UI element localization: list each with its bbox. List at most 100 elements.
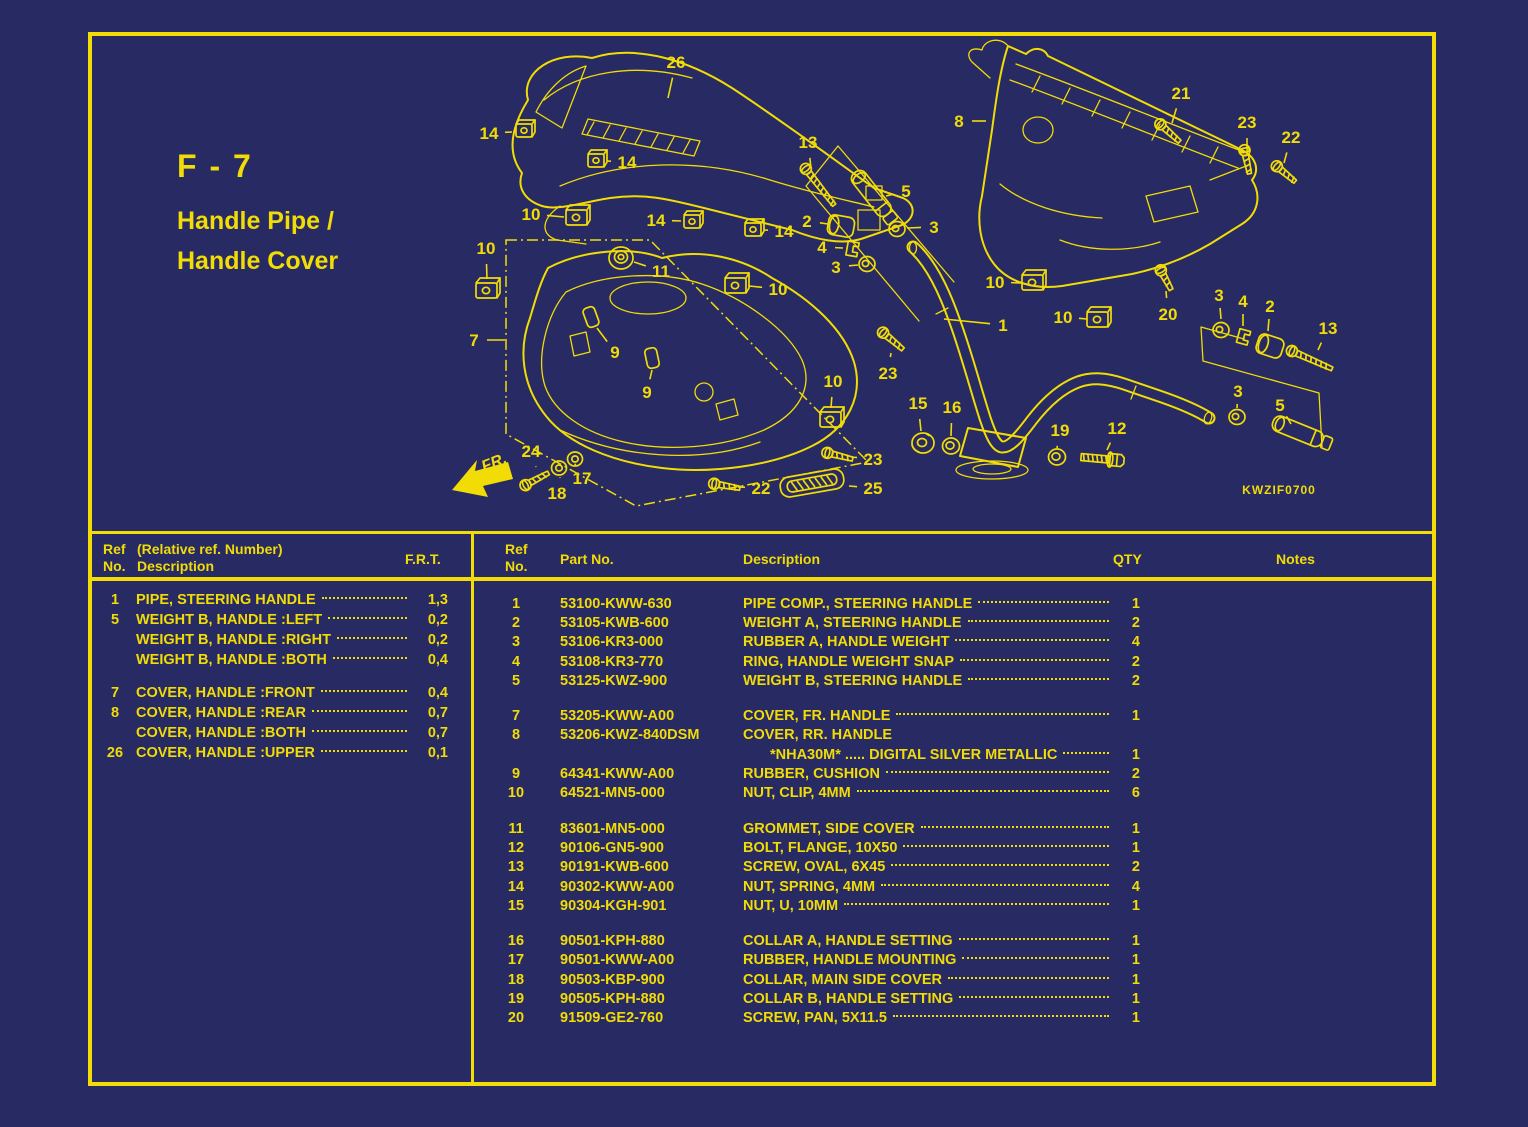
qty-cell: 4 — [1131, 878, 1140, 895]
part-no-cell: 53205-KWW-A00 — [560, 708, 675, 725]
callout-25: 25 — [848, 479, 882, 498]
part-screw-23 — [876, 326, 906, 352]
callout-14: 14 — [763, 222, 794, 241]
part-screw-13 — [799, 162, 837, 208]
svg-text:13: 13 — [799, 133, 818, 152]
svg-text:3: 3 — [831, 258, 840, 277]
part-no-cell: 53105-KWB-600 — [560, 614, 669, 631]
description-cell: WEIGHT A, STEERING HANDLE — [743, 614, 962, 631]
callout-14: 14 — [647, 211, 682, 230]
ref-no-cell: 5 — [511, 672, 521, 689]
dotted-leader — [955, 639, 1109, 642]
callout-18: 18 — [548, 477, 566, 503]
qty-cell: 2 — [1131, 766, 1140, 783]
svg-text:4: 4 — [817, 238, 827, 257]
part-weight-a-2 — [826, 213, 856, 239]
svg-text:22: 22 — [752, 479, 771, 498]
upper-handle-cover — [511, 51, 914, 245]
qty-cell: 1 — [1131, 990, 1140, 1007]
callout-10: 10 — [522, 205, 565, 224]
front-handle-cover — [522, 250, 858, 471]
svg-text:10: 10 — [1054, 308, 1073, 327]
svg-text:10: 10 — [522, 205, 541, 224]
dotted-leader — [892, 1015, 1109, 1018]
svg-text:23: 23 — [879, 364, 898, 383]
callout-2: 2 — [1265, 297, 1275, 332]
frt-cell: 0,4 — [427, 685, 448, 701]
part-no-cell: 53206-KWZ-840DSM — [560, 727, 700, 744]
part-no-cell: 53100-KWW-630 — [560, 595, 672, 612]
part-screw-13 — [1285, 344, 1334, 372]
part-screw-22 — [1270, 159, 1298, 185]
callout-20: 20 — [1159, 290, 1177, 324]
svg-text:5: 5 — [901, 182, 910, 201]
dotted-leader — [885, 771, 1109, 774]
part-washer-17 — [566, 451, 584, 467]
part-ring-4 — [1235, 327, 1252, 346]
ref-no-cell: 17 — [507, 952, 525, 969]
dotted-leader — [881, 883, 1109, 886]
callout-21: 21 — [1171, 84, 1190, 124]
part-screw-22 — [707, 477, 741, 492]
left-header-frt: F.R.T. — [405, 551, 441, 567]
right-header-description: Description — [743, 551, 821, 567]
part-weight-b-5 — [850, 169, 899, 226]
svg-text:4: 4 — [1238, 292, 1248, 311]
callout-2: 2 — [802, 212, 829, 231]
ref-no-cell: 2 — [511, 614, 521, 631]
callout-11: 11 — [633, 261, 670, 281]
ref-no-cell: 15 — [507, 897, 525, 914]
callout-10: 10 — [824, 372, 842, 409]
qty-cell: 1 — [1131, 952, 1140, 969]
description-cell: RUBBER A, HANDLE WEIGHT — [743, 634, 950, 651]
svg-text:3: 3 — [1214, 286, 1223, 305]
callout-7: 7 — [469, 331, 505, 350]
frt-cell: 0,4 — [427, 652, 448, 668]
part-no-cell: 53125-KWZ-900 — [560, 672, 668, 689]
qty-cell: 1 — [1131, 820, 1140, 837]
description-cell: COVER, HANDLE :REAR — [136, 705, 306, 721]
part-no-cell: 83601-MN5-000 — [560, 820, 665, 837]
right-header-notes: Notes — [1276, 551, 1315, 567]
svg-text:26: 26 — [667, 53, 686, 72]
description-cell: SCREW, PAN, 5X11.5 — [743, 1010, 887, 1027]
part-screw-23 — [1238, 143, 1253, 176]
description-cell: *NHA30M* ..... DIGITAL SILVER METALLIC — [770, 746, 1058, 763]
callout-4: 4 — [1238, 292, 1248, 326]
part-cushion-9 — [582, 305, 600, 329]
svg-text:9: 9 — [642, 383, 651, 402]
part-no-cell: 90501-KPH-880 — [560, 933, 665, 950]
dotted-leader — [328, 617, 407, 619]
frt-cell: 0,7 — [427, 705, 448, 721]
dotted-leader — [958, 938, 1109, 941]
svg-text:3: 3 — [1233, 382, 1242, 401]
part-rubber-3 — [1228, 408, 1246, 426]
dotted-leader — [1063, 751, 1109, 754]
qty-cell: 2 — [1131, 614, 1140, 631]
part-screw-23 — [821, 446, 854, 462]
svg-text:23: 23 — [864, 450, 883, 469]
callout-23: 23 — [850, 450, 883, 469]
callout-3: 3 — [906, 218, 939, 237]
part-clip-nut-10 — [565, 204, 591, 226]
description-cell: WEIGHT B, STEERING HANDLE — [743, 672, 963, 689]
callout-13: 13 — [1317, 319, 1337, 351]
description-cell: GROMMET, SIDE COVER — [743, 820, 915, 837]
callout-10: 10 — [986, 273, 1022, 292]
dotted-leader — [891, 864, 1109, 867]
description-cell: WEIGHT B, HANDLE :RIGHT — [136, 632, 331, 648]
ref-no-cell: 1 — [110, 592, 120, 608]
svg-text:5: 5 — [1275, 396, 1284, 415]
svg-text:14: 14 — [775, 222, 794, 241]
svg-text:2: 2 — [1265, 297, 1274, 316]
callout-23: 23 — [879, 352, 898, 383]
